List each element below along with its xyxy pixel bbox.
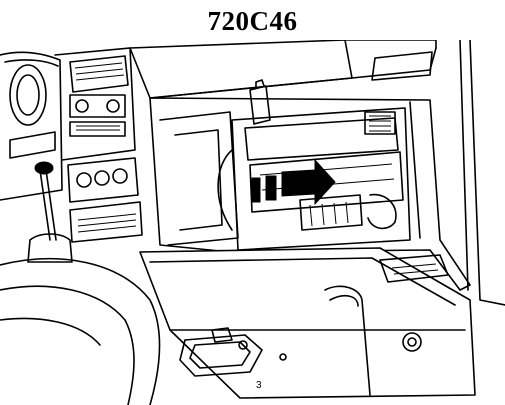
- figure-code: 720C46: [207, 6, 298, 36]
- instrument-cluster: [0, 51, 63, 201]
- dashboard-upper: [129, 40, 505, 306]
- seat-and-floor: [0, 257, 161, 405]
- center-console: [54, 47, 143, 243]
- fuse-module: [217, 79, 411, 251]
- gear-shift: [27, 161, 73, 263]
- glovebox-door: [139, 247, 476, 399]
- glovebox-illustration: 3: [0, 40, 505, 405]
- removal-arrow: [251, 158, 336, 206]
- latch-mechanism: [179, 327, 287, 377]
- callout-number: 3: [256, 380, 262, 391]
